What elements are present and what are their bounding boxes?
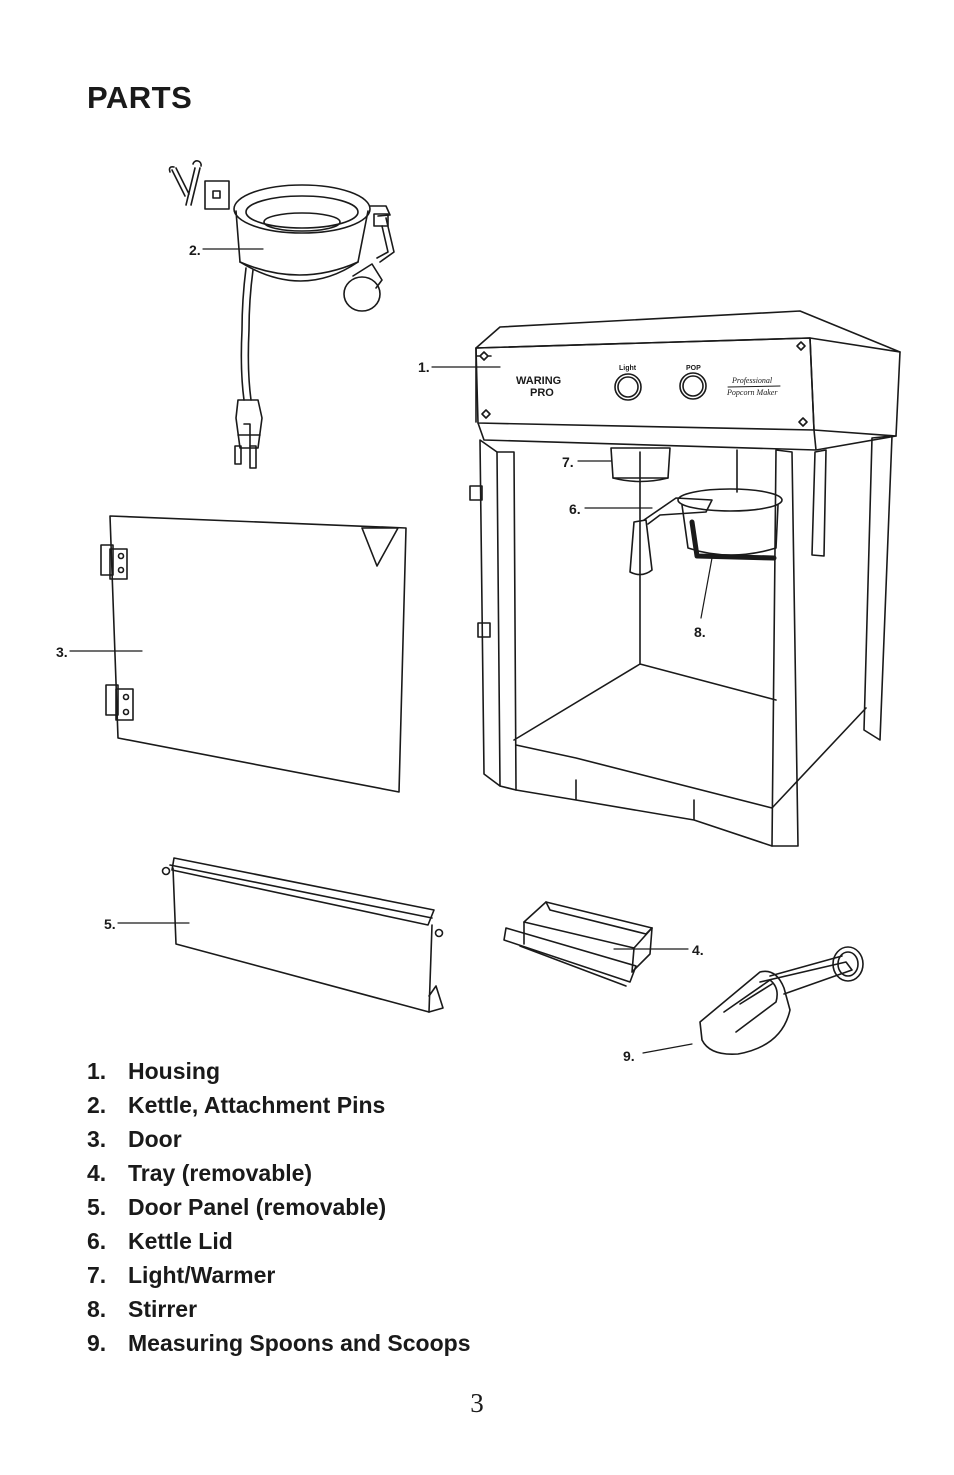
- list-item-label: Door: [128, 1126, 182, 1152]
- list-item-number: 7.: [87, 1262, 107, 1288]
- brand-logo-line2: PRO: [530, 387, 554, 399]
- list-item-label: Door Panel (removable): [128, 1194, 387, 1220]
- callout-6: 6.: [569, 501, 581, 517]
- callout-1: 1.: [418, 359, 430, 375]
- list-item: 7. Light/Warmer: [87, 1258, 470, 1292]
- list-item-number: 1.: [87, 1058, 107, 1084]
- tagline-line2: Popcorn Maker: [726, 388, 778, 397]
- list-item-number: 8.: [87, 1296, 107, 1322]
- tray-illustration: [503, 901, 653, 987]
- list-item: 5. Door Panel (removable): [87, 1190, 470, 1224]
- list-item: 6. Kettle Lid: [87, 1224, 470, 1258]
- list-item: 1. Housing: [87, 1054, 470, 1088]
- callout-3: 3.: [56, 644, 68, 660]
- list-item-number: 2.: [87, 1092, 107, 1118]
- callout-9: 9.: [623, 1048, 635, 1064]
- list-item-label: Kettle Lid: [128, 1228, 233, 1254]
- callout-8: 8.: [694, 624, 706, 640]
- list-item-label: Light/Warmer: [128, 1262, 276, 1288]
- callout-4: 4.: [692, 942, 704, 958]
- list-item-number: 5.: [87, 1194, 107, 1220]
- list-item-number: 4.: [87, 1160, 107, 1186]
- list-item: 3. Door: [87, 1122, 470, 1156]
- list-item-number: 6.: [87, 1228, 107, 1254]
- list-item-label: Kettle, Attachment Pins: [128, 1092, 386, 1118]
- tagline-line1: Professional: [731, 376, 773, 385]
- list-item: 2. Kettle, Attachment Pins: [87, 1088, 470, 1122]
- light-knob-label: Light: [619, 365, 637, 372]
- callout-7: 7.: [562, 454, 574, 470]
- callout-2: 2.: [189, 242, 201, 258]
- door-illustration: [100, 515, 407, 793]
- list-item: 8. Stirrer: [87, 1292, 470, 1326]
- list-item-number: 9.: [87, 1330, 107, 1356]
- list-item-label: Stirrer: [128, 1296, 198, 1322]
- scoop-illustration: [699, 946, 864, 1056]
- page-title: PARTS: [87, 80, 193, 115]
- list-item-label: Housing: [128, 1058, 220, 1084]
- pop-knob-label: POP: [686, 365, 701, 372]
- list-item: 9. Measuring Spoons and Scoops: [87, 1326, 470, 1360]
- brand-logo-line1: WARING: [516, 375, 561, 387]
- callout-5: 5.: [104, 916, 116, 932]
- list-item-label: Measuring Spoons and Scoops: [128, 1330, 471, 1356]
- list-item-label: Tray (removable): [128, 1160, 313, 1186]
- housing-illustration: [469, 310, 901, 847]
- page-number: 3: [470, 1388, 484, 1418]
- kettle-illustration: [168, 160, 395, 469]
- list-item-number: 3.: [87, 1126, 107, 1152]
- list-item: 4. Tray (removable): [87, 1156, 470, 1190]
- door-panel-illustration: [161, 857, 444, 1013]
- parts-list: 1. Housing 2. Kettle, Attachment Pins 3. Do…: [87, 1054, 470, 1360]
